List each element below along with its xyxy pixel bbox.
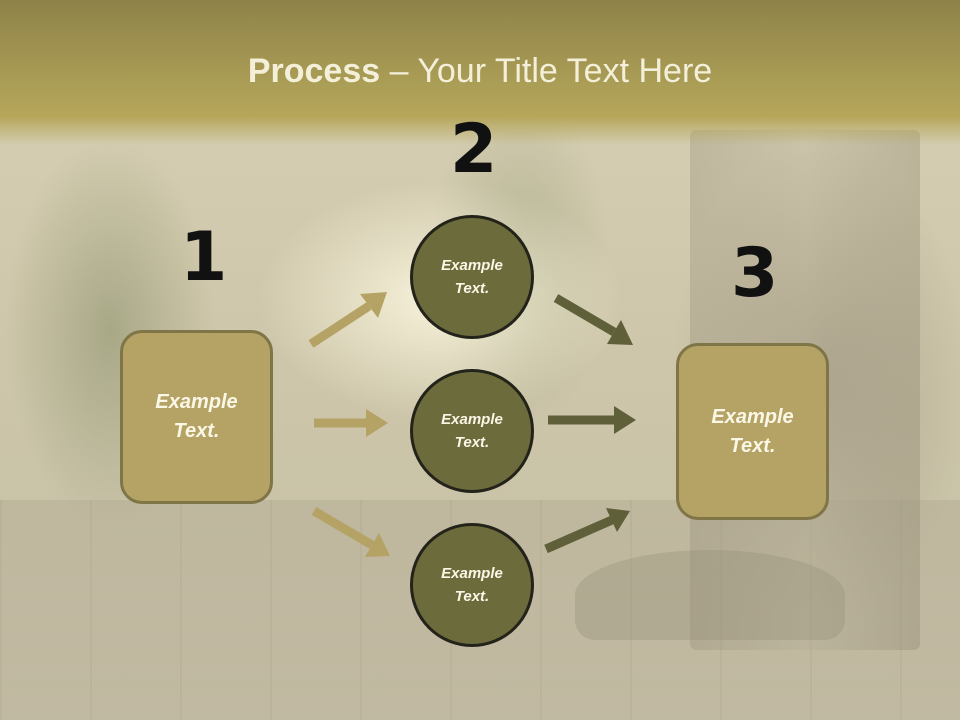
- step-1-text: Example Text.: [155, 391, 238, 442]
- step-1-box: Example Text.: [120, 330, 273, 504]
- arrow-1-to-top: [308, 292, 387, 348]
- step-2-circle-bottom: Example Text.: [410, 523, 534, 647]
- header-band: [0, 0, 960, 145]
- step-2-circle-middle: Example Text.: [410, 369, 534, 493]
- arrow-bottom-to-3: [544, 508, 630, 554]
- step-2-circle-top-text: Example Text.: [441, 256, 503, 297]
- step-3-text: Example Text.: [711, 405, 794, 457]
- step-number-2: 2: [450, 110, 498, 189]
- step-2-circle-middle-text: Example Text.: [441, 410, 503, 451]
- step-number-1: 1: [180, 218, 228, 297]
- title-rest: – Your Title Text Here: [380, 52, 713, 90]
- arrow-middle-to-3: [548, 406, 636, 434]
- background-fountain-basin: [575, 550, 845, 640]
- step-2-circle-top: Example Text.: [410, 215, 534, 339]
- arrow-1-to-bottom: [311, 507, 390, 557]
- step-2-circle-bottom-text: Example Text.: [441, 564, 503, 605]
- step-number-3: 3: [731, 234, 779, 313]
- arrow-1-to-middle: [314, 409, 388, 437]
- step-3-box: Example Text.: [676, 343, 829, 520]
- arrow-top-to-3: [553, 294, 633, 345]
- title-bold: Process: [247, 52, 381, 90]
- slide-title: Process – Your Title Text Here: [0, 52, 960, 91]
